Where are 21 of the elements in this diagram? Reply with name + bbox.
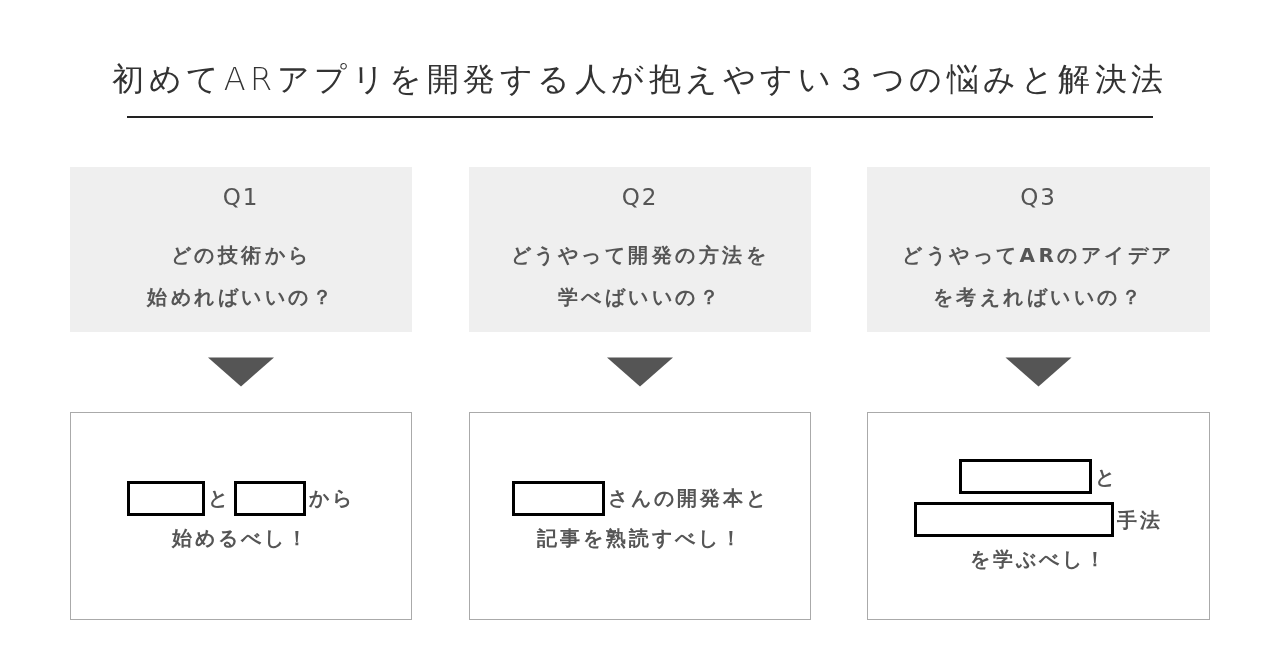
answer-text: と xyxy=(208,485,231,512)
answer-text: さんの開発本と xyxy=(607,485,769,512)
arrow xyxy=(1005,357,1072,387)
arrow xyxy=(607,357,673,387)
question-text: どうやって開発の方法を学べばいいの？ xyxy=(510,242,770,311)
answer-text: 手法 xyxy=(1117,506,1163,534)
answer-text: 始めるべし！ xyxy=(172,524,310,552)
arrow xyxy=(208,357,274,387)
question-text: どの技術から始めればいいの？ xyxy=(147,242,335,311)
question-text: どうやってARのアイデアを考えればいいの？ xyxy=(902,242,1175,311)
question-number: Q1 xyxy=(222,183,260,212)
answer-panel xyxy=(469,412,811,620)
question-number: Q2 xyxy=(621,183,659,212)
answer-text: 記事を熟読すべし！ xyxy=(536,524,744,552)
answer-text: と xyxy=(1095,463,1118,491)
answer-panel xyxy=(867,412,1210,620)
answer-text: から xyxy=(309,485,355,512)
answer-panel xyxy=(70,412,412,620)
title: 初めてARアプリを開発する人が抱えやすい３つの悩みと解決法 xyxy=(112,59,1168,100)
question-number: Q3 xyxy=(1020,183,1057,212)
answer-text: を学ぶべし！ xyxy=(969,546,1108,573)
